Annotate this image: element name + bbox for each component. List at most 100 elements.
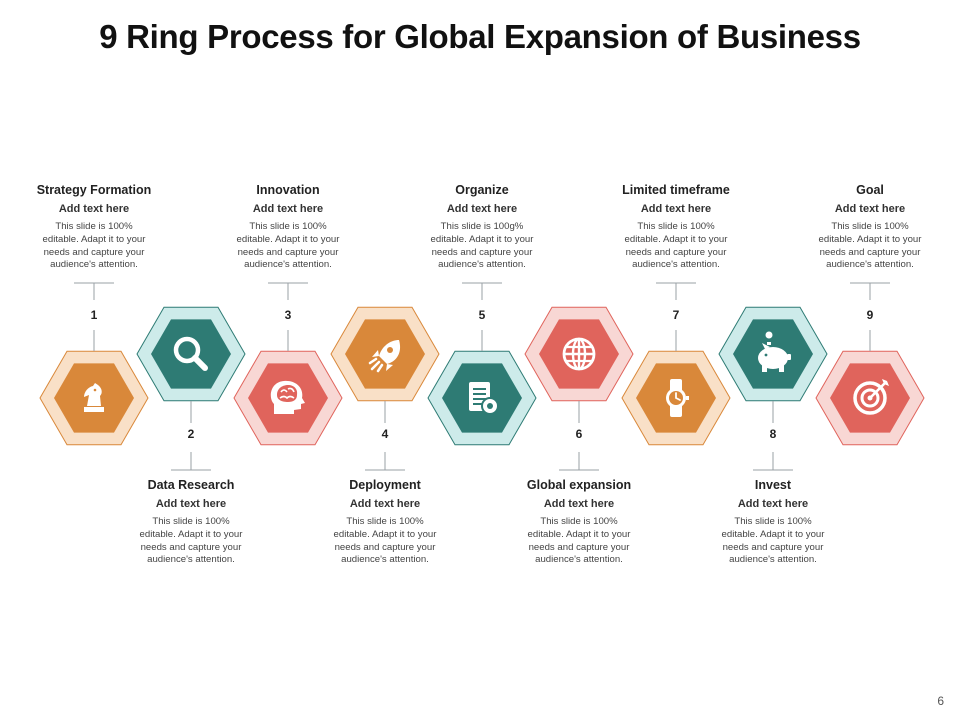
step-4 [330,306,440,471]
description-line: needs and capture your [722,541,824,553]
description-line: needs and capture your [334,541,436,553]
globe-icon [562,337,596,371]
description-line: editable. Adapt it to your [721,528,825,540]
description-line: This slide is 100g% [440,221,524,232]
rocket-icon [368,340,401,373]
step-2 [136,306,246,471]
description-line: editable. Adapt it to your [42,233,146,245]
description-line: audience's attention. [729,554,817,566]
step-heading: Data Research [147,478,235,492]
step-number: 4 [381,427,389,441]
step-heading: Strategy Formation [36,183,152,197]
description-line: needs and capture your [528,541,630,553]
description-line: audience's attention. [244,259,332,271]
step-subheading: Add text here [737,498,809,510]
step-heading: Organize [455,183,509,197]
step-subheading: Add text here [155,498,227,510]
step-6 [524,306,634,471]
step-number: 7 [672,308,680,322]
step-heading: Deployment [349,478,421,492]
step-number: 5 [478,308,486,322]
description-line: needs and capture your [625,246,727,258]
description-line: This slide is 100% [346,516,424,527]
inner-hexagon [151,319,231,389]
step-subheading: Add text here [446,203,518,215]
description-line: This slide is 100% [55,221,133,232]
description-line: editable. Adapt it to your [139,528,243,540]
description-line: audience's attention. [147,554,235,566]
step-description: This slide is 100%editable. Adapt it to … [708,516,838,567]
description-line: editable. Adapt it to your [430,233,534,245]
document-gear-icon [469,382,499,415]
step-description: This slide is 100%editable. Adapt it to … [805,221,935,272]
description-line: This slide is 100% [831,221,909,232]
description-line: needs and capture your [43,246,145,258]
wristwatch-icon [666,379,689,417]
description-line: editable. Adapt it to your [818,233,922,245]
step-subheading: Add text here [252,203,324,215]
description-line: audience's attention. [438,259,526,271]
step-description: This slide is 100%editable. Adapt it to … [320,516,450,567]
description-line: needs and capture your [140,541,242,553]
magnifier-icon [173,336,208,371]
step-description: This slide is 100%editable. Adapt it to … [223,221,353,272]
description-line: editable. Adapt it to your [333,528,437,540]
step-description: This slide is 100%editable. Adapt it to … [514,516,644,567]
description-line: This slide is 100% [152,516,230,527]
step-7 [621,282,731,446]
step-heading: Goal [856,183,884,197]
step-8 [718,306,828,471]
step-number: 2 [187,427,195,441]
step-description: This slide is 100g%editable. Adapt it to… [417,221,547,272]
chess-knight-icon [84,383,104,412]
step-3 [233,282,343,446]
description-line: audience's attention. [632,259,720,271]
piggy-bank-icon [758,331,791,372]
step-description: This slide is 100%editable. Adapt it to … [29,221,159,272]
step-subheading: Add text here [349,498,421,510]
description-line: editable. Adapt it to your [624,233,728,245]
description-line: needs and capture your [819,246,921,258]
step-number: 9 [866,308,874,322]
target-icon [853,379,889,415]
page-number: 6 [937,694,944,708]
description-line: editable. Adapt it to your [527,528,631,540]
description-line: audience's attention. [50,259,138,271]
description-line: needs and capture your [237,246,339,258]
description-line: editable. Adapt it to your [236,233,340,245]
step-description: This slide is 100%editable. Adapt it to … [126,516,256,567]
step-heading: Limited timeframe [622,183,730,197]
step-number: 3 [284,308,292,322]
brain-head-icon [270,380,305,414]
step-description: This slide is 100%editable. Adapt it to … [611,221,741,272]
step-number: 8 [769,427,777,441]
description-line: This slide is 100% [249,221,327,232]
step-subheading: Add text here [834,203,906,215]
step-subheading: Add text here [543,498,615,510]
step-heading: Invest [754,478,792,492]
description-line: This slide is 100% [637,221,715,232]
step-subheading: Add text here [640,203,712,215]
step-subheading: Add text here [58,203,130,215]
step-9 [815,282,925,446]
step-heading: Innovation [256,183,320,197]
step-heading: Global expansion [526,478,632,492]
step-number: 6 [575,427,583,441]
description-line: This slide is 100% [540,516,618,527]
description-line: audience's attention. [341,554,429,566]
step-1 [39,282,149,446]
description-line: audience's attention. [826,259,914,271]
step-5 [427,282,537,446]
page-title: 9 Ring Process for Global Expansion of B… [99,18,861,55]
step-number: 1 [90,308,98,322]
